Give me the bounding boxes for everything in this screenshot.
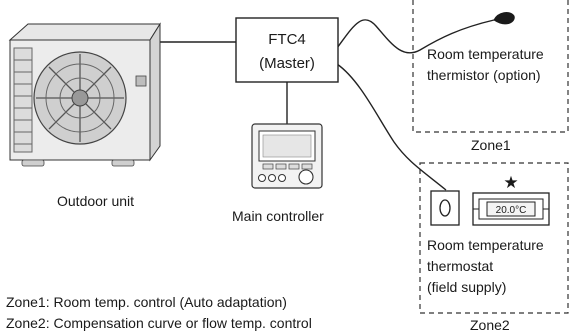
star-mark: ★ <box>503 173 518 192</box>
zone1-boundary <box>412 0 569 133</box>
note-zone2: Zone2: Compensation curve or flow temp. … <box>6 315 312 331</box>
main-controller-graphic <box>251 123 323 189</box>
outdoor-unit-label: Outdoor unit <box>57 193 134 209</box>
zone1-sensor-line2: thermistor (option) <box>427 67 541 83</box>
wire-master-to-thermistor <box>336 19 495 54</box>
master-box <box>235 17 339 83</box>
thermistor-sensor <box>493 12 515 25</box>
zone2-boundary <box>419 162 569 314</box>
zone2-thermostat-line3: (field supply) <box>427 279 506 295</box>
thermostat-display: 20.0°C <box>496 205 527 216</box>
zone2-thermostat-line2: thermostat <box>427 258 493 274</box>
zone1-label: Zone1 <box>471 137 511 153</box>
zone1-sensor-line1: Room temperature <box>427 46 544 62</box>
zone2-thermostat-line1: Room temperature <box>427 237 544 253</box>
zone2-label: Zone2 <box>470 317 510 333</box>
note-zone1: Zone1: Room temp. control (Auto adaptati… <box>6 294 287 310</box>
master-box-line2: (Master) <box>259 55 315 72</box>
zone2-wall-switch <box>430 190 460 226</box>
master-box-line1: FTC4 <box>268 31 306 48</box>
main-controller-label: Main controller <box>232 208 324 224</box>
wire-master-to-thermostat <box>336 63 447 191</box>
zone2-thermostat-graphic <box>472 192 550 226</box>
outdoor-unit-graphic <box>8 22 161 167</box>
